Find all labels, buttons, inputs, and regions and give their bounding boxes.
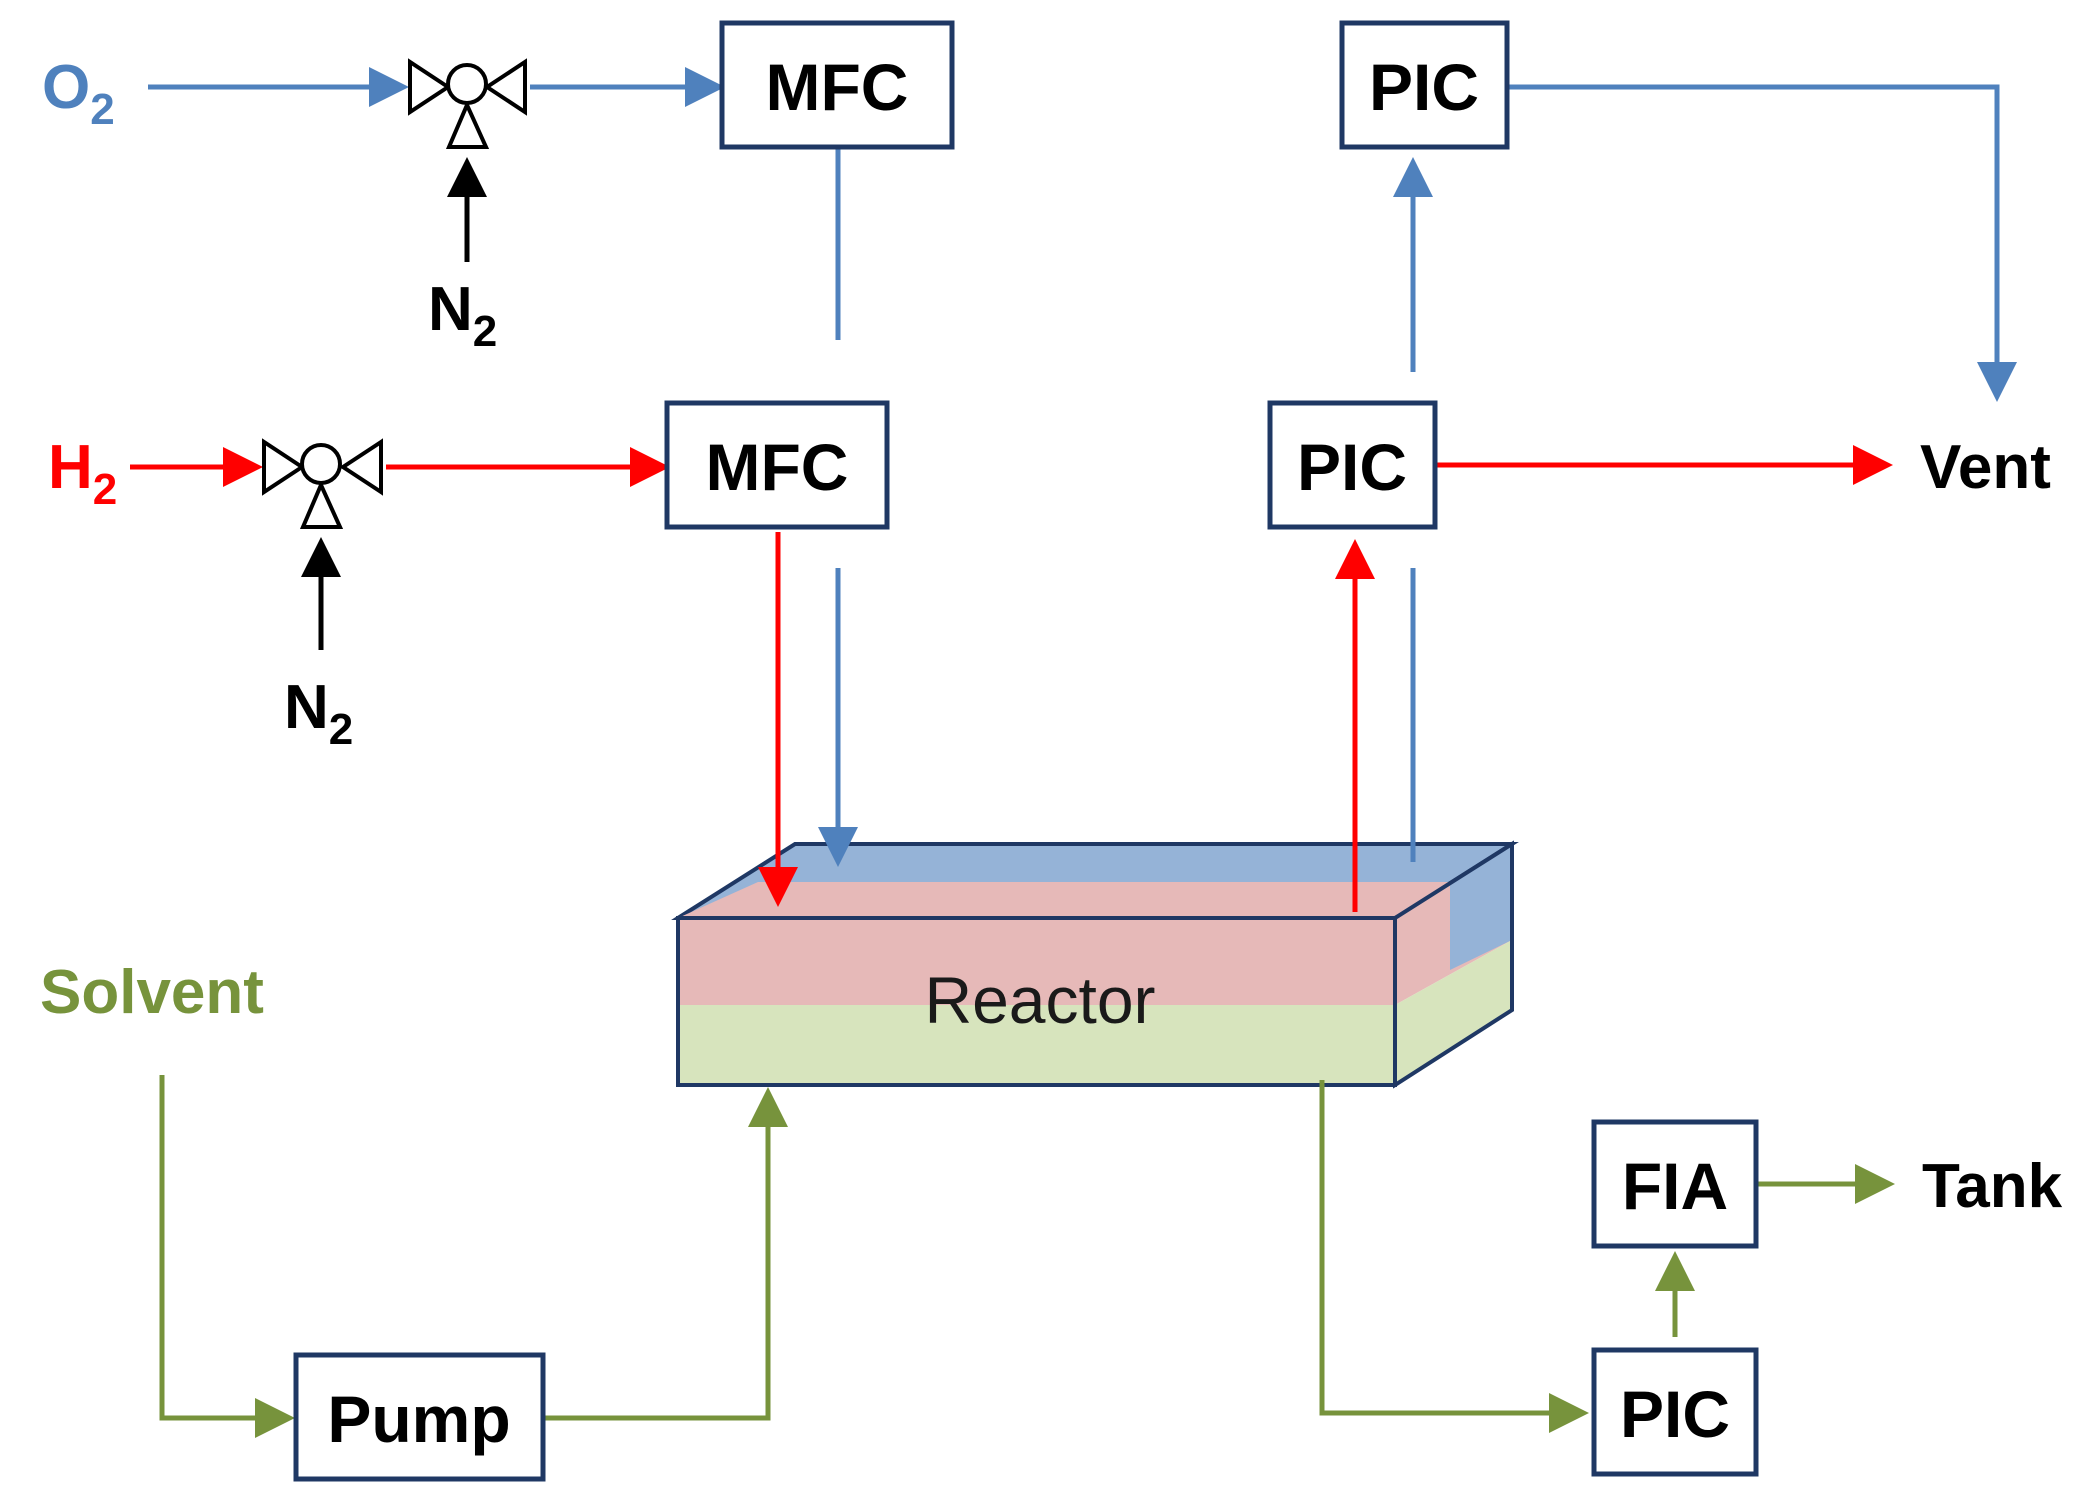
- pump-to-reactor-line: [543, 1087, 788, 1421]
- pump-box: Pump: [293, 1352, 546, 1482]
- mfc-h2-label: MFC: [706, 430, 849, 504]
- o2-label: O2: [42, 53, 115, 134]
- reactor-side-liquid: [1395, 940, 1512, 1085]
- valve-left-triangle: [408, 58, 452, 116]
- reactor-to-pic-bottom-line: [1319, 1080, 1589, 1433]
- valve-o2: [408, 58, 527, 149]
- hydrogen-lines: [130, 445, 1893, 912]
- reactor-liquid-layer: [678, 1005, 1395, 1085]
- reactor-label: Reactor: [924, 963, 1155, 1037]
- fia-box: FIA: [1591, 1119, 1759, 1249]
- fia-label: FIA: [1622, 1149, 1728, 1223]
- valve-bottom-triangle: [299, 480, 344, 529]
- pic-top-to-vent-line: [1509, 84, 2017, 402]
- pump-label: Pump: [327, 1382, 510, 1456]
- mfc-o2-label: MFC: [766, 50, 909, 124]
- pic-top-label: PIC: [1369, 50, 1479, 124]
- n2-top-label: N2: [428, 275, 497, 356]
- pic-mid-label: PIC: [1297, 430, 1407, 504]
- valve-bottom-triangle: [445, 100, 490, 149]
- valve-h2: [262, 438, 383, 529]
- pic-bottom-box: PIC: [1591, 1347, 1759, 1477]
- pic-top-box: PIC: [1339, 20, 1510, 150]
- valve-actuator: [446, 63, 488, 105]
- tank-label: Tank: [1922, 1152, 2063, 1221]
- n2-bottom-label: N2: [284, 673, 353, 754]
- valve-right-triangle: [339, 438, 383, 496]
- h2-label: H2: [48, 433, 117, 514]
- reactor-gas-layer: [678, 918, 1395, 1005]
- liquid-lines: [159, 1075, 1895, 1438]
- valve-actuator: [300, 443, 342, 485]
- reactor-side-outline: [1393, 840, 1514, 1089]
- nitrogen-lines: [301, 157, 487, 650]
- valve-right-triangle: [483, 58, 527, 116]
- pic-mid-box: PIC: [1267, 400, 1438, 530]
- valve-left-triangle: [262, 438, 306, 496]
- solvent-to-pump-line: [159, 1075, 295, 1438]
- oxygen-lines: [148, 67, 2017, 867]
- mfc-o2-box: MFC: [719, 20, 955, 150]
- pic-bottom-label: PIC: [1620, 1377, 1730, 1451]
- reactor: Reactor: [671, 840, 1519, 1089]
- vent-label: Vent: [1920, 433, 2051, 502]
- solvent-label: Solvent: [40, 958, 264, 1027]
- mfc-h2-box: MFC: [664, 400, 890, 530]
- reactor-pink-strip: [678, 882, 1480, 918]
